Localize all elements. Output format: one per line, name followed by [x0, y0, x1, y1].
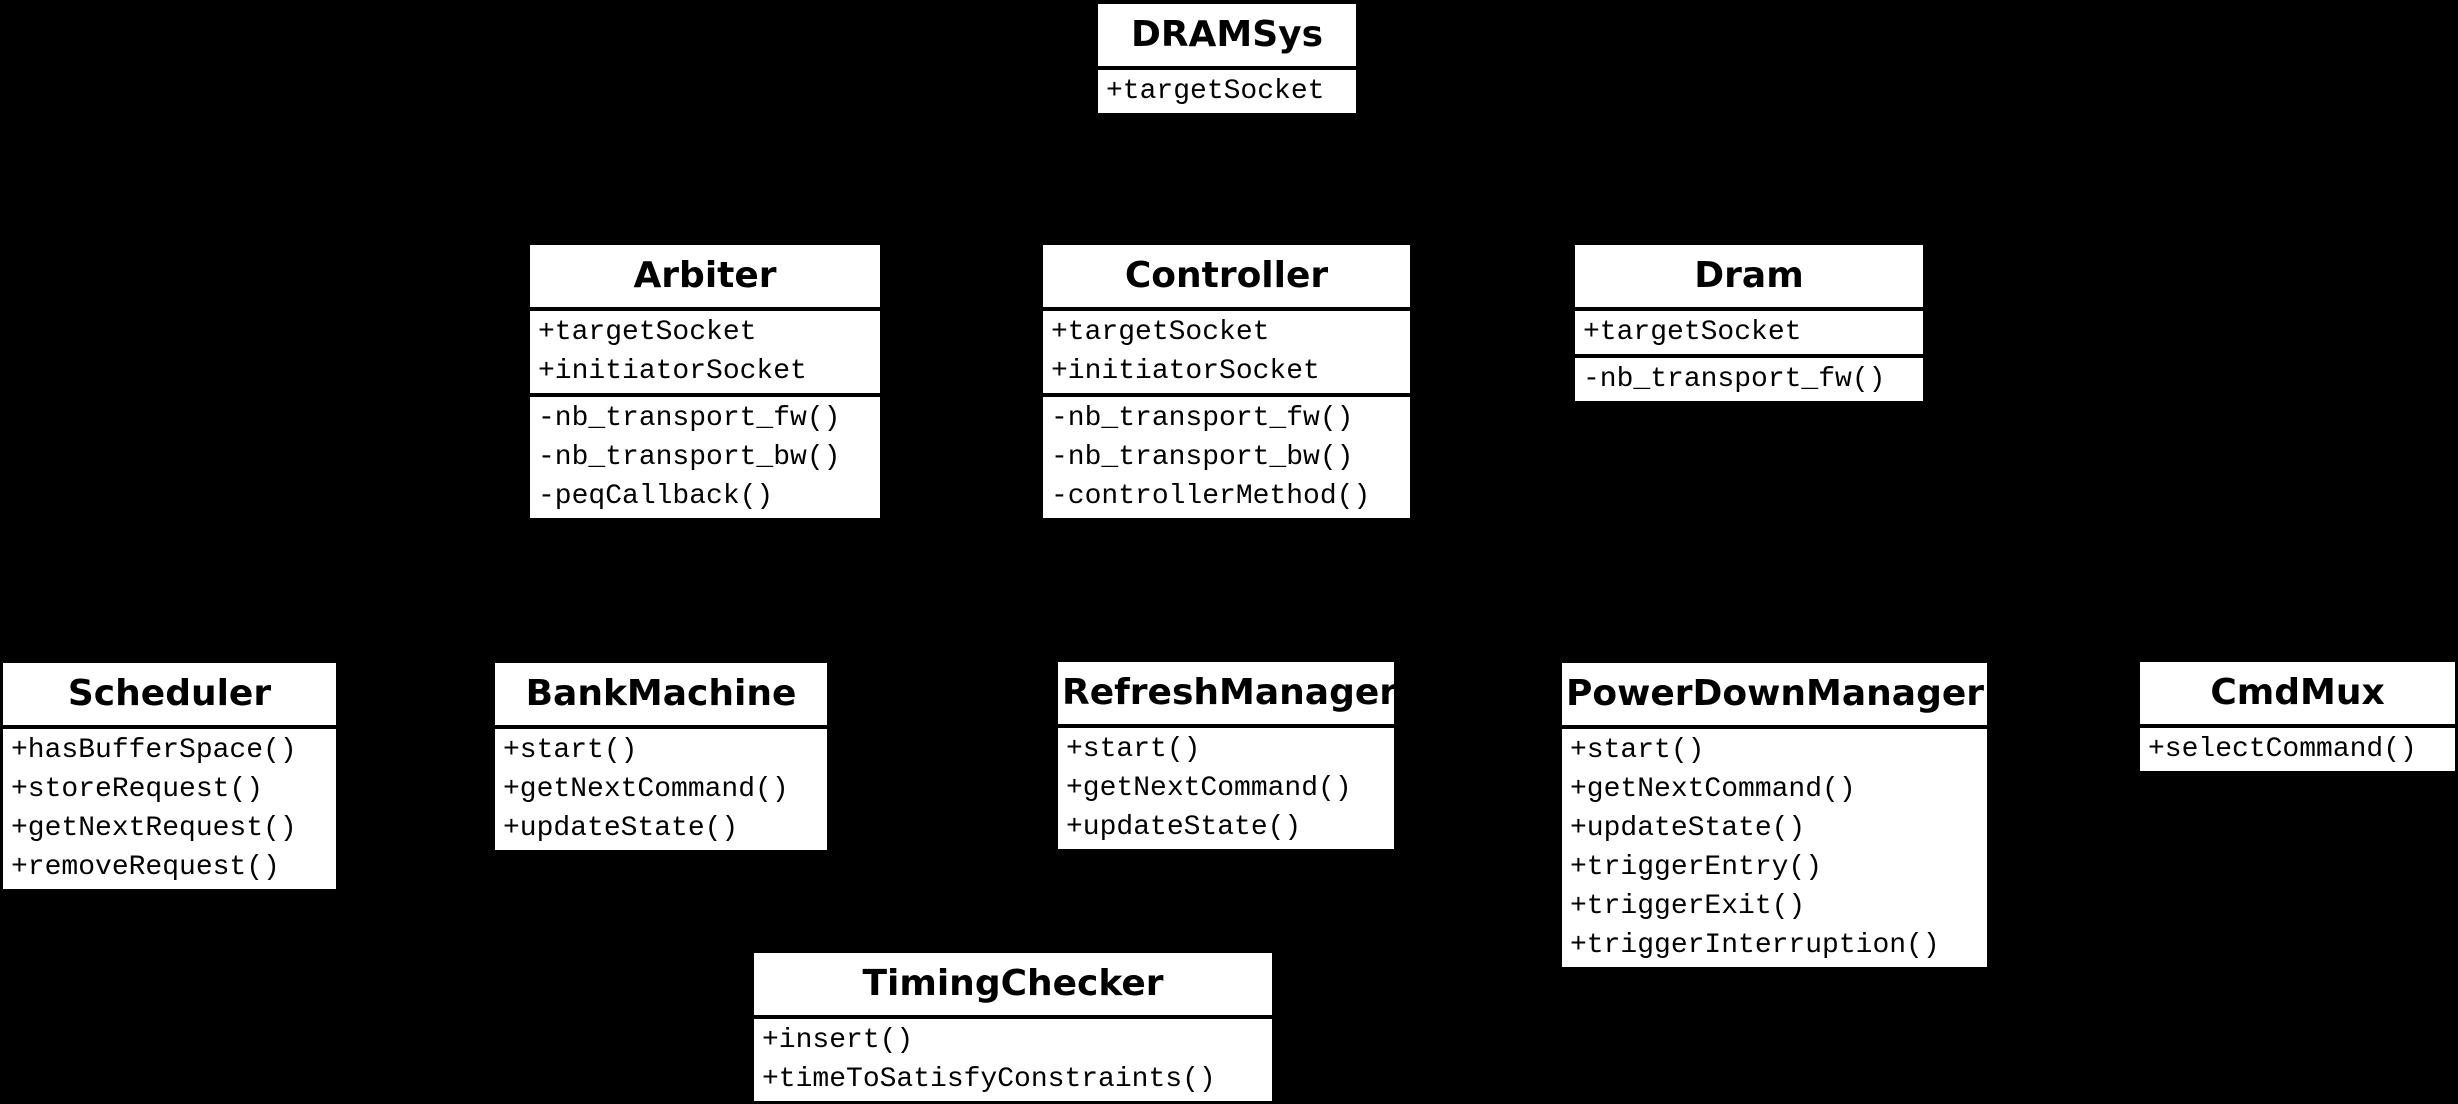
class-method: +triggerInterruption(): [1570, 930, 1940, 961]
class-box-powerdownmanager: PowerDownManager +start() +getNextCommand(…: [1562, 663, 1987, 967]
class-method: +getNextRequest(): [11, 813, 297, 844]
class-attribute: +targetSocket: [1106, 76, 1325, 107]
class-methods-compartment-bankmachine: +start() +getNextCommand() +updateState(): [495, 725, 827, 850]
class-method: +triggerExit(): [1570, 891, 1806, 922]
class-box-scheduler: Scheduler +hasBufferSpace() +storeRequest(…: [3, 663, 336, 889]
class-attributes-compartment-controller: +targetSocket +initiatorSocket: [1043, 307, 1410, 393]
class-methods-compartment-arbiter: -nb_transport_fw() -nb_transport_bw() -peq…: [530, 393, 880, 518]
class-method: +start(): [1066, 734, 1201, 765]
class-methods-compartment-powerdownmanager: +start() +getNextCommand() +updateState() +…: [1562, 725, 1987, 967]
class-box-cmdmux: CmdMux +selectCommand(): [2140, 662, 2455, 771]
class-attributes-compartment-dramsys: +targetSocket: [1098, 66, 1356, 113]
class-title-refreshmanager: RefreshManager: [1058, 662, 1397, 724]
class-methods-compartment-refreshmanager: +start() +getNextCommand() +updateState(): [1058, 724, 1394, 849]
class-title-controller: Controller: [1043, 245, 1410, 307]
class-methods-compartment-controller: -nb_transport_fw() -nb_transport_bw() -con…: [1043, 393, 1410, 518]
class-method: +storeRequest(): [11, 774, 264, 805]
class-title-cmdmux: CmdMux: [2140, 662, 2455, 724]
class-method: +getNextCommand(): [1066, 773, 1352, 804]
class-method: +start(): [503, 735, 638, 766]
class-methods-compartment-cmdmux: +selectCommand(): [2140, 724, 2455, 771]
class-title-powerdownmanager: PowerDownManager: [1562, 663, 1987, 725]
class-methods-compartment-scheduler: +hasBufferSpace() +storeRequest() +getNext…: [3, 725, 336, 889]
class-attributes-compartment-arbiter: +targetSocket +initiatorSocket: [530, 307, 880, 393]
class-method: +updateState(): [1066, 812, 1302, 843]
class-attribute: +initiatorSocket: [1051, 356, 1320, 387]
class-method: +timeToSatisfyConstraints(): [762, 1064, 1216, 1095]
class-attributes-compartment-dram: +targetSocket: [1575, 307, 1923, 354]
class-method: +updateState(): [1570, 813, 1806, 844]
class-method: +selectCommand(): [2148, 734, 2417, 765]
class-attribute: +targetSocket: [1583, 317, 1802, 348]
class-method: +hasBufferSpace(): [11, 735, 297, 766]
class-box-bankmachine: BankMachine +start() +getNextCommand() +upd…: [495, 663, 827, 850]
class-method: -nb_transport_bw(): [538, 442, 841, 473]
class-method: -nb_transport_bw(): [1051, 442, 1354, 473]
class-method: +start(): [1570, 735, 1705, 766]
class-box-dram: Dram +targetSocket -nb_transport_fw(): [1575, 245, 1923, 401]
class-title-scheduler: Scheduler: [3, 663, 336, 725]
class-method: +removeRequest(): [11, 852, 280, 883]
class-method: -nb_transport_fw(): [538, 403, 841, 434]
class-method: +insert(): [762, 1025, 914, 1056]
class-box-dramsys: DRAMSys +targetSocket: [1098, 4, 1356, 113]
class-method: -nb_transport_fw(): [1583, 364, 1886, 395]
class-method: -peqCallback(): [538, 481, 774, 512]
class-title-bankmachine: BankMachine: [495, 663, 827, 725]
class-method: +getNextCommand(): [1570, 774, 1856, 805]
class-box-arbiter: Arbiter +targetSocket +initiatorSocket -nb_…: [530, 245, 880, 518]
class-box-timingchecker: TimingChecker +insert() +timeToSatisfyCons…: [754, 953, 1272, 1101]
class-methods-compartment-dram: -nb_transport_fw(): [1575, 354, 1923, 401]
class-title-timingchecker: TimingChecker: [754, 953, 1272, 1015]
class-method: -controllerMethod(): [1051, 481, 1371, 512]
class-box-controller: Controller +targetSocket +initiatorSocket -…: [1043, 245, 1410, 518]
class-method: +triggerEntry(): [1570, 852, 1823, 883]
class-method: -nb_transport_fw(): [1051, 403, 1354, 434]
class-methods-compartment-timingchecker: +insert() +timeToSatisfyConstraints(): [754, 1015, 1272, 1101]
class-method: +updateState(): [503, 813, 739, 844]
class-title-dramsys: DRAMSys: [1098, 4, 1356, 66]
class-box-refreshmanager: RefreshManager+start()+getNextCommand()+…: [1058, 662, 1397, 849]
class-title-dram: Dram: [1575, 245, 1923, 307]
class-attribute: +targetSocket: [538, 317, 757, 348]
class-method: +getNextCommand(): [503, 774, 789, 805]
class-title-arbiter: Arbiter: [530, 245, 880, 307]
class-attribute: +initiatorSocket: [538, 356, 807, 387]
class-attribute: +targetSocket: [1051, 317, 1270, 348]
